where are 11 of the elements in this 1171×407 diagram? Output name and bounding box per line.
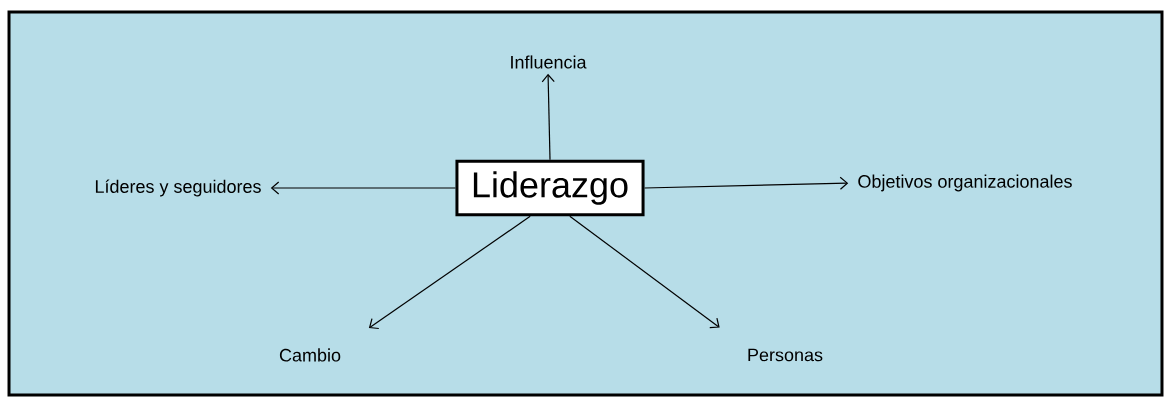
arrow (541, 73, 555, 161)
concept-label: Influencia (511, 55, 587, 69)
central-box: Liderazgo (455, 159, 645, 217)
concept-label: Personas (748, 348, 823, 362)
arrow (643, 176, 849, 190)
concept-label: Cambio (279, 348, 341, 362)
arrow (368, 215, 531, 330)
arrow (270, 181, 457, 195)
concept-label: Líderes y seguidores (95, 179, 261, 197)
arrow (569, 215, 720, 329)
concept-label: Objetivos organizacionales (858, 174, 1072, 192)
